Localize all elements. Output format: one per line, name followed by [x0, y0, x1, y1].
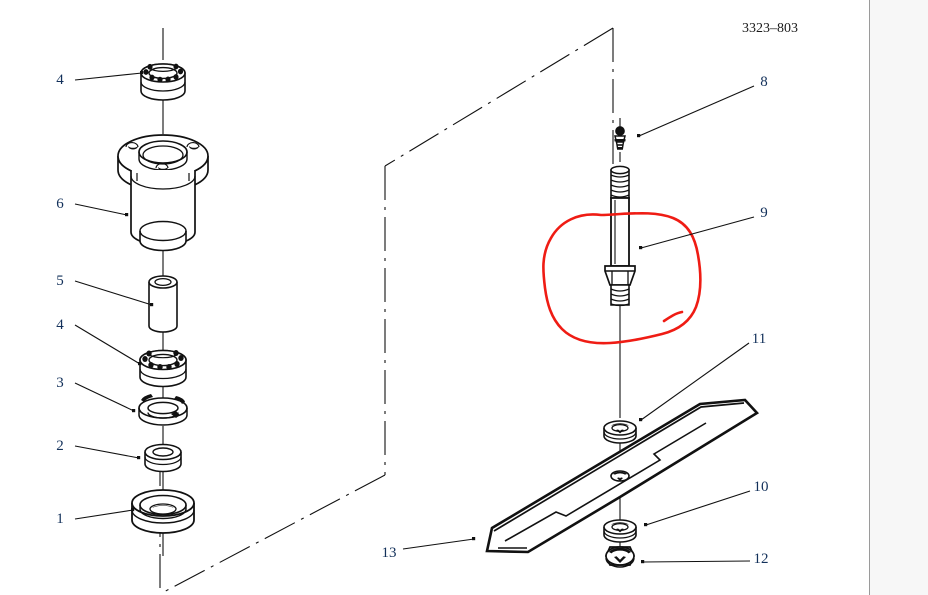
part-6-spindle-housing — [117, 134, 209, 252]
callout-label-4-upper: 4 — [56, 72, 64, 88]
part-12-blade-lock-nut — [605, 546, 635, 568]
callout-label-9: 9 — [760, 205, 768, 221]
part-3-snap-ring — [138, 394, 188, 426]
side-panel — [869, 0, 928, 595]
part-1-bearing-cap — [131, 489, 195, 534]
red-circle-annotation — [542, 211, 702, 345]
callout-label-11: 11 — [752, 331, 766, 347]
callout-label-5: 5 — [56, 273, 64, 289]
callout-label-8: 8 — [760, 74, 768, 90]
callout-label-4-lower: 4 — [56, 317, 64, 333]
lower-thread-lines — [610, 288, 630, 307]
part-13-mower-blade — [485, 398, 760, 554]
part-number-text: 3323–803 — [742, 21, 798, 36]
parts-diagram-svg: 3323–803 — [56, 21, 798, 595]
part-11-blade-washer-upper — [603, 420, 637, 444]
callout-label-3: 3 — [56, 375, 64, 391]
bearing-balls — [143, 63, 184, 83]
part-5-spacer-sleeve — [148, 275, 178, 333]
part-10-blade-washer-lower — [603, 519, 637, 543]
callout-label-2: 2 — [56, 438, 64, 454]
callout-labels-left: 4 6 5 4 3 2 1 — [56, 72, 64, 527]
flange-mounting-holes — [128, 146, 199, 171]
upper-thread-lines — [610, 174, 630, 198]
callout-label-6: 6 — [56, 196, 64, 212]
callout-label-12: 12 — [754, 551, 769, 567]
callout-leaders-left — [74, 72, 153, 520]
part-4-upper-bearing — [140, 63, 186, 101]
left-assembly-group — [117, 28, 209, 556]
part-4-lower-bearing — [139, 349, 187, 388]
callout-labels-right: 8 9 11 10 12 13 — [382, 74, 769, 567]
right-assembly-group — [485, 118, 760, 568]
callout-label-13: 13 — [382, 545, 397, 561]
part-9-spindle-shaft — [604, 165, 636, 307]
callout-leaders-right — [402, 85, 755, 563]
callout-label-1: 1 — [56, 511, 64, 527]
drawing-canvas: 3323–803 — [56, 21, 798, 595]
part-2-thrust-washer — [144, 443, 182, 473]
bearing-balls-lower — [142, 350, 184, 370]
part-8-grease-fitting — [614, 126, 626, 150]
callout-label-10: 10 — [754, 479, 769, 495]
callout-anchor-dots — [125, 71, 648, 564]
